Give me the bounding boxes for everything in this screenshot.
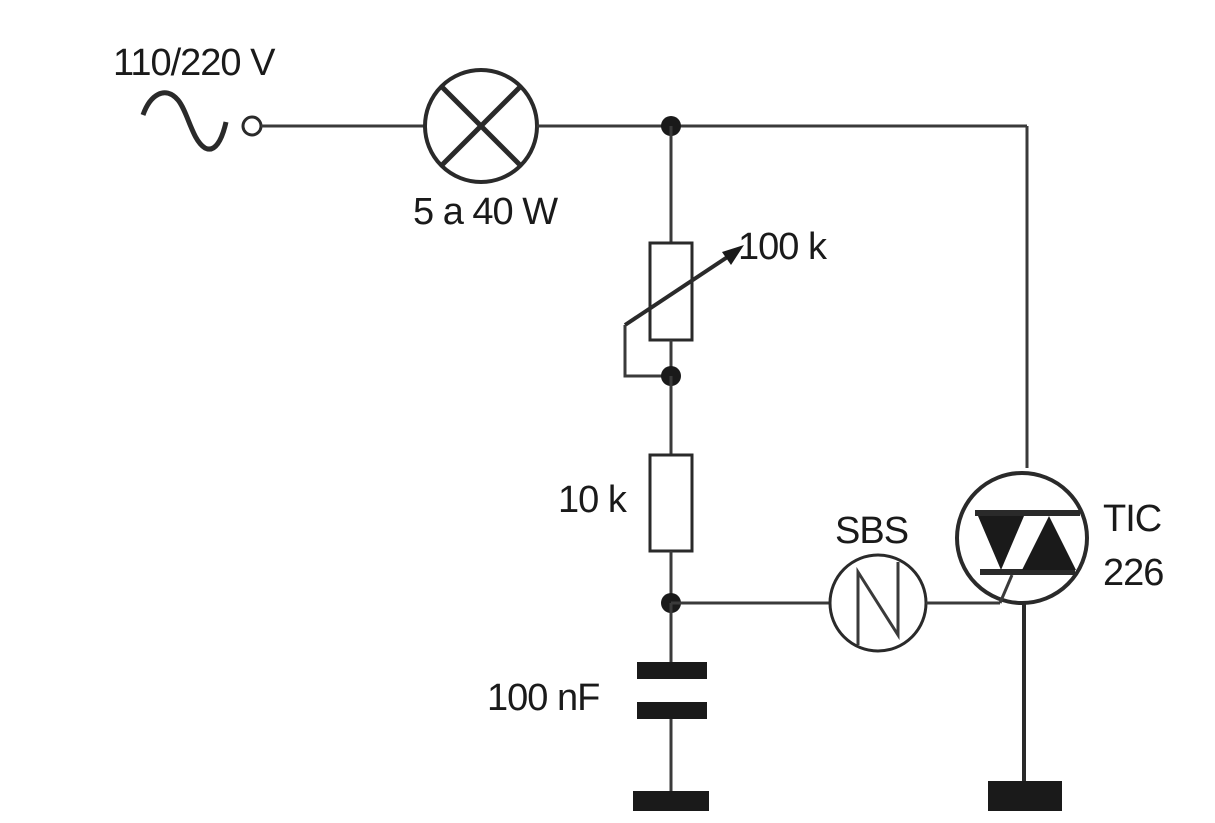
capacitor-value-label: 100 nF xyxy=(487,677,599,719)
lamp-rating-label: 5 a 40 W xyxy=(413,191,558,233)
ground-icon xyxy=(988,781,1062,811)
resistor-value-label: 10 k xyxy=(558,479,628,521)
variable-resistor-icon xyxy=(623,241,744,378)
triac-icon xyxy=(955,471,1089,605)
lamp-icon xyxy=(423,68,539,184)
ac-source-icon xyxy=(140,90,263,152)
diac-icon xyxy=(828,553,928,653)
triac-label-line1: TIC xyxy=(1103,498,1161,540)
supply-voltage-label: 110/220 V xyxy=(113,42,276,84)
resistor-icon xyxy=(648,453,694,553)
triac-label-line2: 226 xyxy=(1103,552,1163,594)
diac-label: SBS xyxy=(835,510,908,552)
potentiometer-value-label: 100 k xyxy=(738,226,828,268)
ground-icon xyxy=(633,791,709,811)
capacitor-icon xyxy=(637,662,707,719)
